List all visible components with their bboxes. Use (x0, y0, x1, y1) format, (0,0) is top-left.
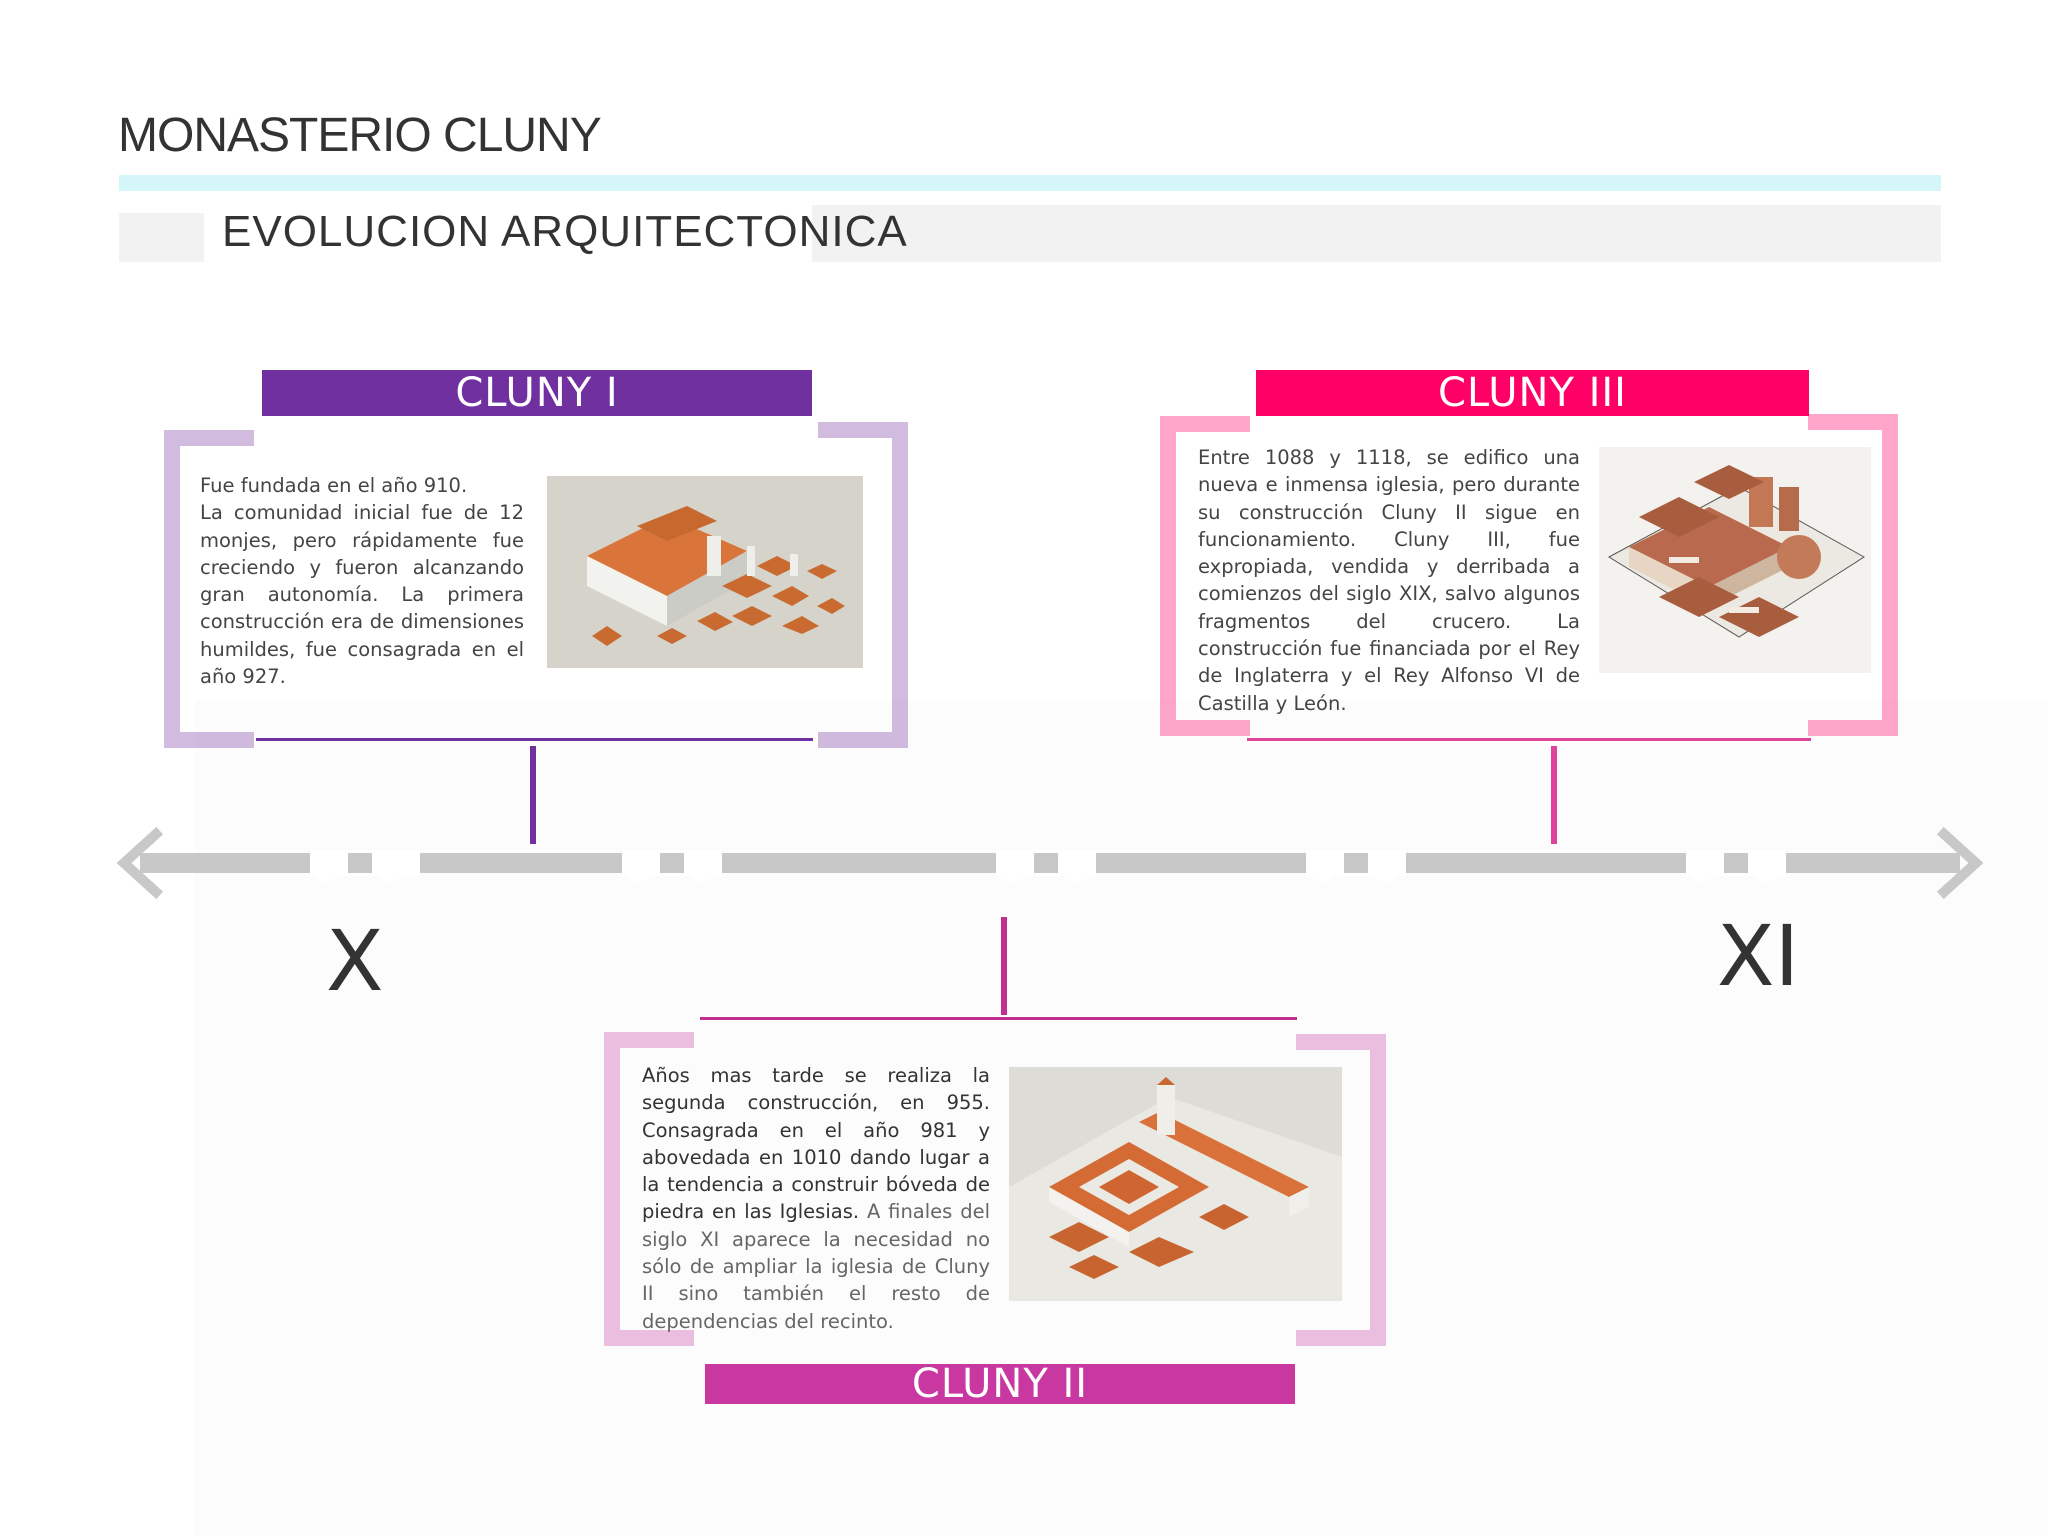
cluny-i-underline (256, 738, 813, 741)
cluny-ii-text-part-1: Años mas tarde se realiza la segunda con… (642, 1064, 990, 1224)
cluny-ii-image (1009, 1067, 1342, 1301)
page-subtitle: EVOLUCION ARQUITECTONICA (222, 207, 908, 256)
cluny-i-connector (530, 746, 536, 844)
cluny-iii-underline (1247, 738, 1811, 741)
cluny-ii-underline (700, 1017, 1297, 1020)
cluny-i-image (547, 476, 863, 668)
subtitle-bar-left (119, 213, 204, 262)
cluny-ii-bracket-left (604, 1032, 694, 1346)
cluny-i-bracket-right (818, 422, 908, 748)
cluny-iii-connector (1551, 746, 1557, 844)
century-label-x: X (326, 912, 384, 1010)
cluny-ii-text-part-2: A finales del siglo XI aparece la necesi… (642, 1200, 990, 1333)
cluny-i-title: CLUNY I (262, 370, 812, 416)
title-divider (119, 175, 1941, 191)
cluny-i-line-2: La comunidad inicial fue de 12 monjes, p… (200, 501, 524, 689)
cluny-ii-title: CLUNY II (705, 1364, 1295, 1404)
cluny-ii-bracket-right (1296, 1034, 1386, 1346)
page-title: MONASTERIO CLUNY (118, 109, 602, 162)
cluny-i-bracket-left (164, 430, 254, 748)
cluny-i-description: Fue fundada en el año 910. La comunidad … (200, 472, 524, 690)
cluny-iii-image (1599, 447, 1871, 673)
cluny-i-line-1: Fue fundada en el año 910. (200, 474, 468, 497)
cluny-iii-bracket-right (1808, 414, 1898, 736)
cluny-ii-description: Años mas tarde se realiza la segunda con… (642, 1062, 990, 1335)
cluny-iii-title: CLUNY III (1256, 370, 1809, 416)
cluny-iii-description: Entre 1088 y 1118, se edifico una nueva … (1198, 446, 1580, 715)
subtitle-bar-right (812, 205, 1941, 262)
cluny-ii-connector (1001, 917, 1007, 1015)
century-label-xi: XI (1717, 907, 1800, 1005)
cluny-iii-bracket-left (1160, 416, 1250, 736)
